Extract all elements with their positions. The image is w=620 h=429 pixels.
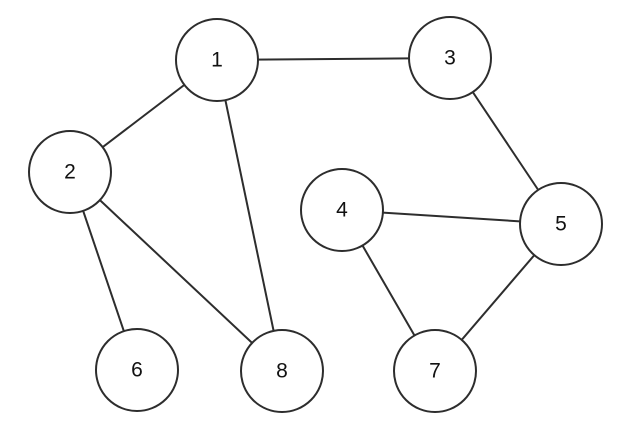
graph-node-7[interactable]: 7 — [393, 329, 477, 413]
graph-node-label-6: 6 — [131, 359, 143, 382]
graph-node-8[interactable]: 8 — [240, 329, 324, 413]
graph-node-circle-1[interactable] — [175, 18, 259, 102]
graph-node-circle-7[interactable] — [393, 329, 477, 413]
graph-node-circle-8[interactable] — [240, 329, 324, 413]
graph-node-label-3: 3 — [444, 47, 456, 70]
graph-node-6[interactable]: 6 — [95, 328, 179, 412]
graph-node-label-2: 2 — [64, 161, 76, 184]
graph-node-circle-4[interactable] — [300, 168, 384, 252]
graph-nodes-layer: 1 2 3 4 5 6 7 8 — [28, 16, 603, 413]
graph-node-label-4: 4 — [336, 199, 348, 222]
graph-node-label-5: 5 — [555, 213, 567, 236]
graph-node-circle-5[interactable] — [519, 182, 603, 266]
graph-node-circle-2[interactable] — [28, 130, 112, 214]
graph-edge-1-8 — [216, 59, 283, 372]
graph-edge-2-8 — [69, 171, 283, 372]
graph-node-2[interactable]: 2 — [28, 130, 112, 214]
graph-node-label-7: 7 — [429, 360, 441, 383]
graph-node-4[interactable]: 4 — [300, 168, 384, 252]
graph-node-5[interactable]: 5 — [519, 182, 603, 266]
graph-node-label-8: 8 — [276, 360, 288, 383]
graph-node-circle-6[interactable] — [95, 328, 179, 412]
graph-node-circle-3[interactable] — [408, 16, 492, 100]
graph-node-3[interactable]: 3 — [408, 16, 492, 100]
graph-node-1[interactable]: 1 — [175, 18, 259, 102]
graph-node-label-1: 1 — [211, 49, 223, 72]
